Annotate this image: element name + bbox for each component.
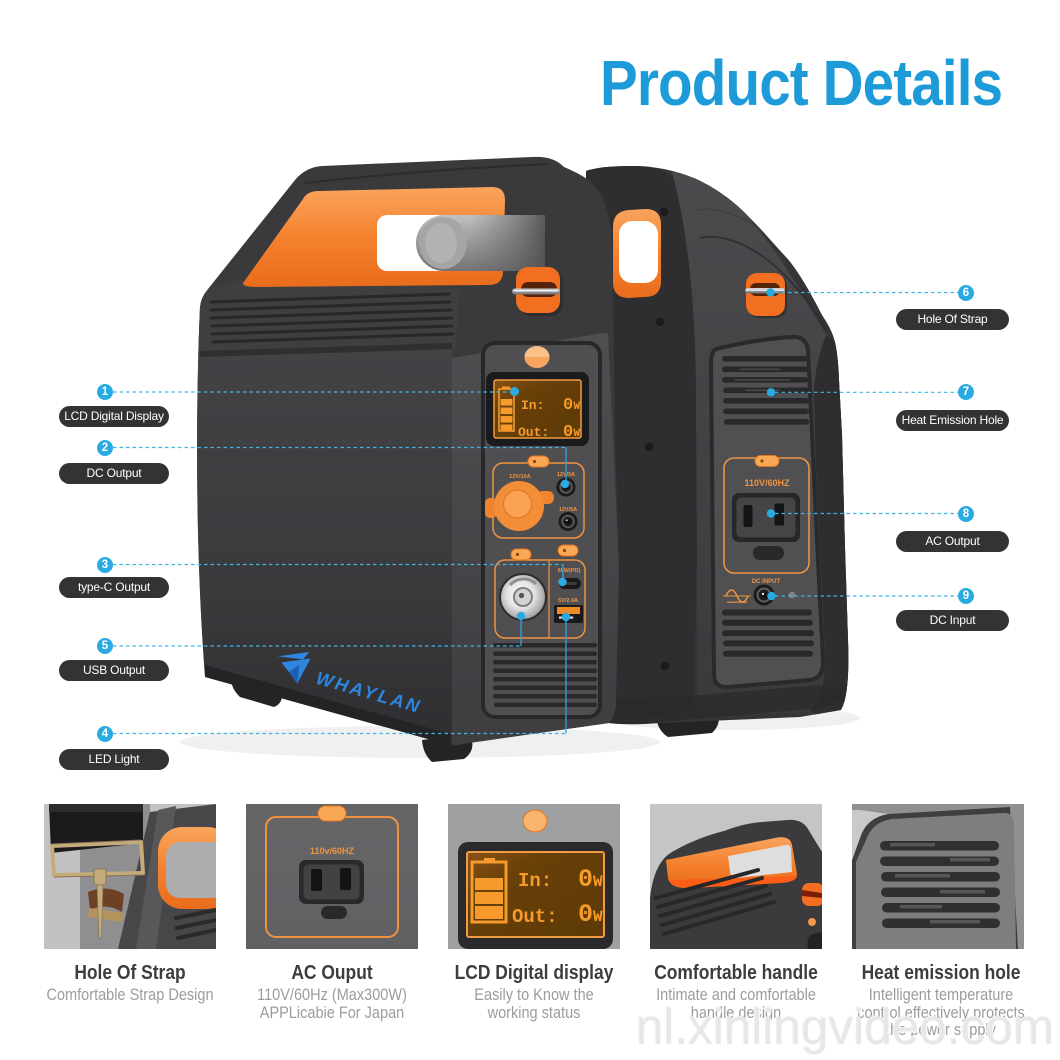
svg-text:60W(PD): 60W(PD) xyxy=(558,568,581,574)
svg-text:12V/10A: 12V/10A xyxy=(509,474,530,480)
svg-text:5V/2.4A: 5V/2.4A xyxy=(558,598,578,604)
svg-text:0: 0 xyxy=(563,423,573,442)
svg-text:DC INPUT: DC INPUT xyxy=(752,579,781,585)
svg-text:0: 0 xyxy=(563,396,573,415)
svg-text:0: 0 xyxy=(578,865,593,894)
svg-text:Out:: Out: xyxy=(518,425,549,440)
svg-text:110V/60HZ: 110V/60HZ xyxy=(744,478,790,488)
svg-text:In:: In: xyxy=(521,398,544,413)
svg-text:W: W xyxy=(574,401,581,413)
svg-text:0: 0 xyxy=(578,900,593,929)
svg-text:W: W xyxy=(593,908,603,926)
svg-text:In:: In: xyxy=(518,870,552,892)
svg-text:Out:: Out: xyxy=(512,906,558,928)
svg-text:W: W xyxy=(593,873,603,891)
svg-text:110v/60HZ: 110v/60HZ xyxy=(310,846,355,856)
svg-text:12V/5A: 12V/5A xyxy=(559,507,577,513)
svg-text:W: W xyxy=(574,428,581,440)
